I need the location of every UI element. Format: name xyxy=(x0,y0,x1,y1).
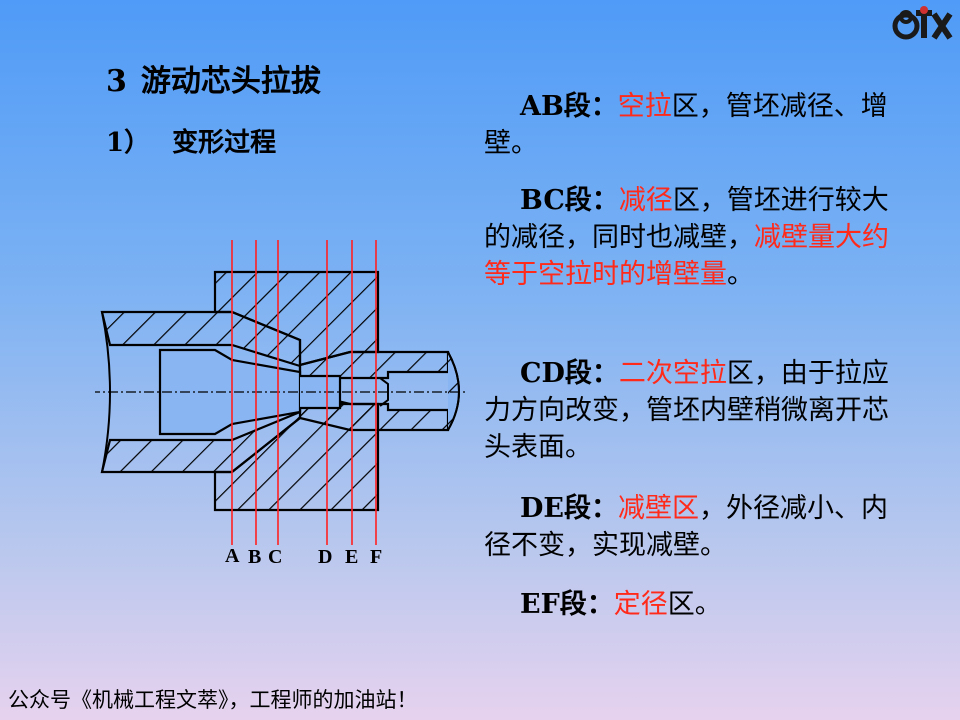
section-label-e: E xyxy=(345,546,358,568)
section-label-d: D xyxy=(318,546,332,568)
highlight-text: 二次空拉 xyxy=(618,358,727,389)
section-lines xyxy=(231,240,377,545)
highlight-text-2: 减壁量大约等于空拉时的增壁量 xyxy=(484,222,889,290)
highlight-text: 减壁区 xyxy=(618,493,699,524)
segment-label: CD段： xyxy=(520,358,619,389)
body-text: 区，由于拉应力方向改变，管坯内壁稍微离开芯头表面。 xyxy=(484,358,889,463)
section-label-c: C xyxy=(268,546,282,568)
title-text: 游动芯头拉拔 xyxy=(140,64,321,99)
body-text: 区。 xyxy=(667,589,722,620)
segment-label: BC段： xyxy=(520,185,619,216)
segment-label: EF段： xyxy=(520,589,614,620)
tube-wall-lower xyxy=(100,402,450,474)
section-label-b: B xyxy=(248,546,261,568)
highlight-text: 定径 xyxy=(613,589,668,620)
segment-label: AB段： xyxy=(520,91,618,122)
paragraph-ef: EF段：定径区。 xyxy=(484,586,894,623)
subtitle-text: 变形过程 xyxy=(172,128,277,158)
highlight-text: 空拉 xyxy=(617,91,672,122)
body-text: ，外径减小、内径不变，实现减壁。 xyxy=(484,493,888,561)
section-label-a: A xyxy=(225,545,240,567)
body-text-2: 。 xyxy=(727,259,754,290)
logo-icon xyxy=(892,6,953,40)
segment-label: DE段： xyxy=(520,493,618,524)
paragraph-bc: BC段：减径区，管坯进行较大的减径，同时也减壁，减壁量大约等于空拉时的增壁量。 xyxy=(484,182,894,293)
title-number: 3 xyxy=(106,64,127,99)
tube-wall-upper xyxy=(100,310,450,380)
paragraph-cd: CD段：二次空拉区，由于拉应力方向改变，管坯内壁稍微离开芯头表面。 xyxy=(484,355,894,466)
footer-watermark: 公众号《机械工程文萃》，工程师的加油站！ xyxy=(8,688,418,712)
section-subtitle: 1） 变形过程 xyxy=(106,122,298,159)
body-text: 区，管坯进行较大的减径，同时也减壁， xyxy=(484,185,889,253)
section-label-f: F xyxy=(370,546,382,568)
floating-plug-drawing-diagram: A B C D E F xyxy=(95,240,468,568)
subtitle-number: 1） xyxy=(106,128,151,158)
highlight-text: 减径 xyxy=(618,185,673,216)
paragraph-de: DE段：减壁区，外径减小、内径不变，实现减壁。 xyxy=(484,490,894,564)
page-title: 3 游动芯头拉拔 xyxy=(106,56,335,100)
body-text: 区，管坯减径、增壁。 xyxy=(484,91,888,159)
paragraph-ab: AB段：空拉区，管坯减径、增壁。 xyxy=(484,88,894,162)
